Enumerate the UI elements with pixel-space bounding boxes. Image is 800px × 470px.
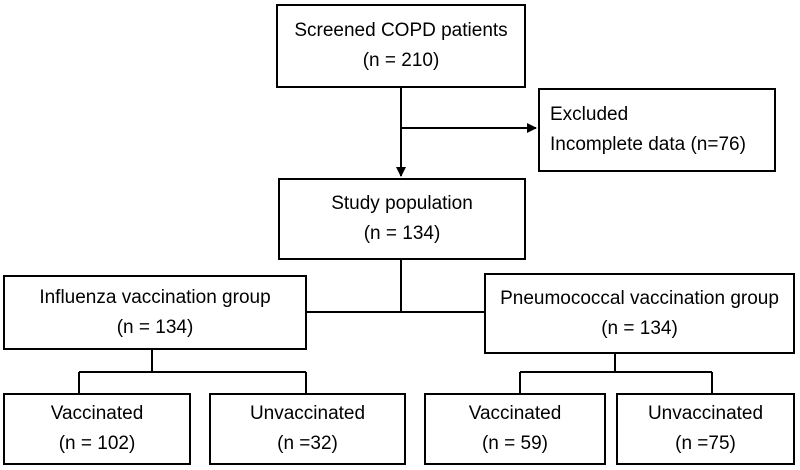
- excluded-box: Excluded Incomplete data (n=76): [538, 88, 776, 172]
- pneumococcal-unvaccinated-box: Unvaccinated (n =75): [616, 393, 795, 465]
- influenza-count: (n = 134): [116, 316, 194, 338]
- excluded-reason: Incomplete data (n=76): [550, 134, 746, 155]
- influenza-unvaccinated-box: Unvaccinated (n =32): [209, 393, 406, 465]
- screened-title: Screened COPD patients: [294, 20, 508, 41]
- study-count: (n = 134): [363, 223, 441, 244]
- pneumococcal-vaccinated-count: (n = 59): [481, 433, 548, 454]
- influenza-unvaccinated-count: (n =32): [277, 433, 338, 454]
- study-population-box: Study population (n = 134): [278, 178, 526, 260]
- pneumococcal-vaccinated-title: Vaccinated: [468, 403, 562, 424]
- pneumococcal-title: Pneumococcal vaccination group: [500, 287, 779, 309]
- pneumococcal-count: (n = 134): [601, 317, 678, 339]
- influenza-title: Influenza vaccination group: [39, 286, 271, 308]
- pneumococcal-unvaccinated-title: Unvaccinated: [647, 403, 764, 424]
- screened-box: Screened COPD patients (n = 210): [276, 4, 526, 88]
- screened-count: (n = 210): [362, 50, 440, 71]
- pneumococcal-vaccinated-box: Vaccinated (n = 59): [424, 393, 606, 465]
- influenza-group-box: Influenza vaccination group (n = 134): [3, 275, 307, 350]
- influenza-unvaccinated-title: Unvaccinated: [249, 403, 366, 424]
- influenza-vaccinated-count: (n = 102): [58, 433, 136, 454]
- pneumococcal-group-box: Pneumococcal vaccination group (n = 134): [484, 273, 795, 354]
- study-title: Study population: [331, 193, 473, 214]
- excluded-title: Excluded: [550, 104, 629, 125]
- influenza-vaccinated-title: Vaccinated: [50, 403, 144, 424]
- influenza-vaccinated-box: Vaccinated (n = 102): [3, 393, 191, 465]
- pneumococcal-unvaccinated-count: (n =75): [675, 433, 736, 454]
